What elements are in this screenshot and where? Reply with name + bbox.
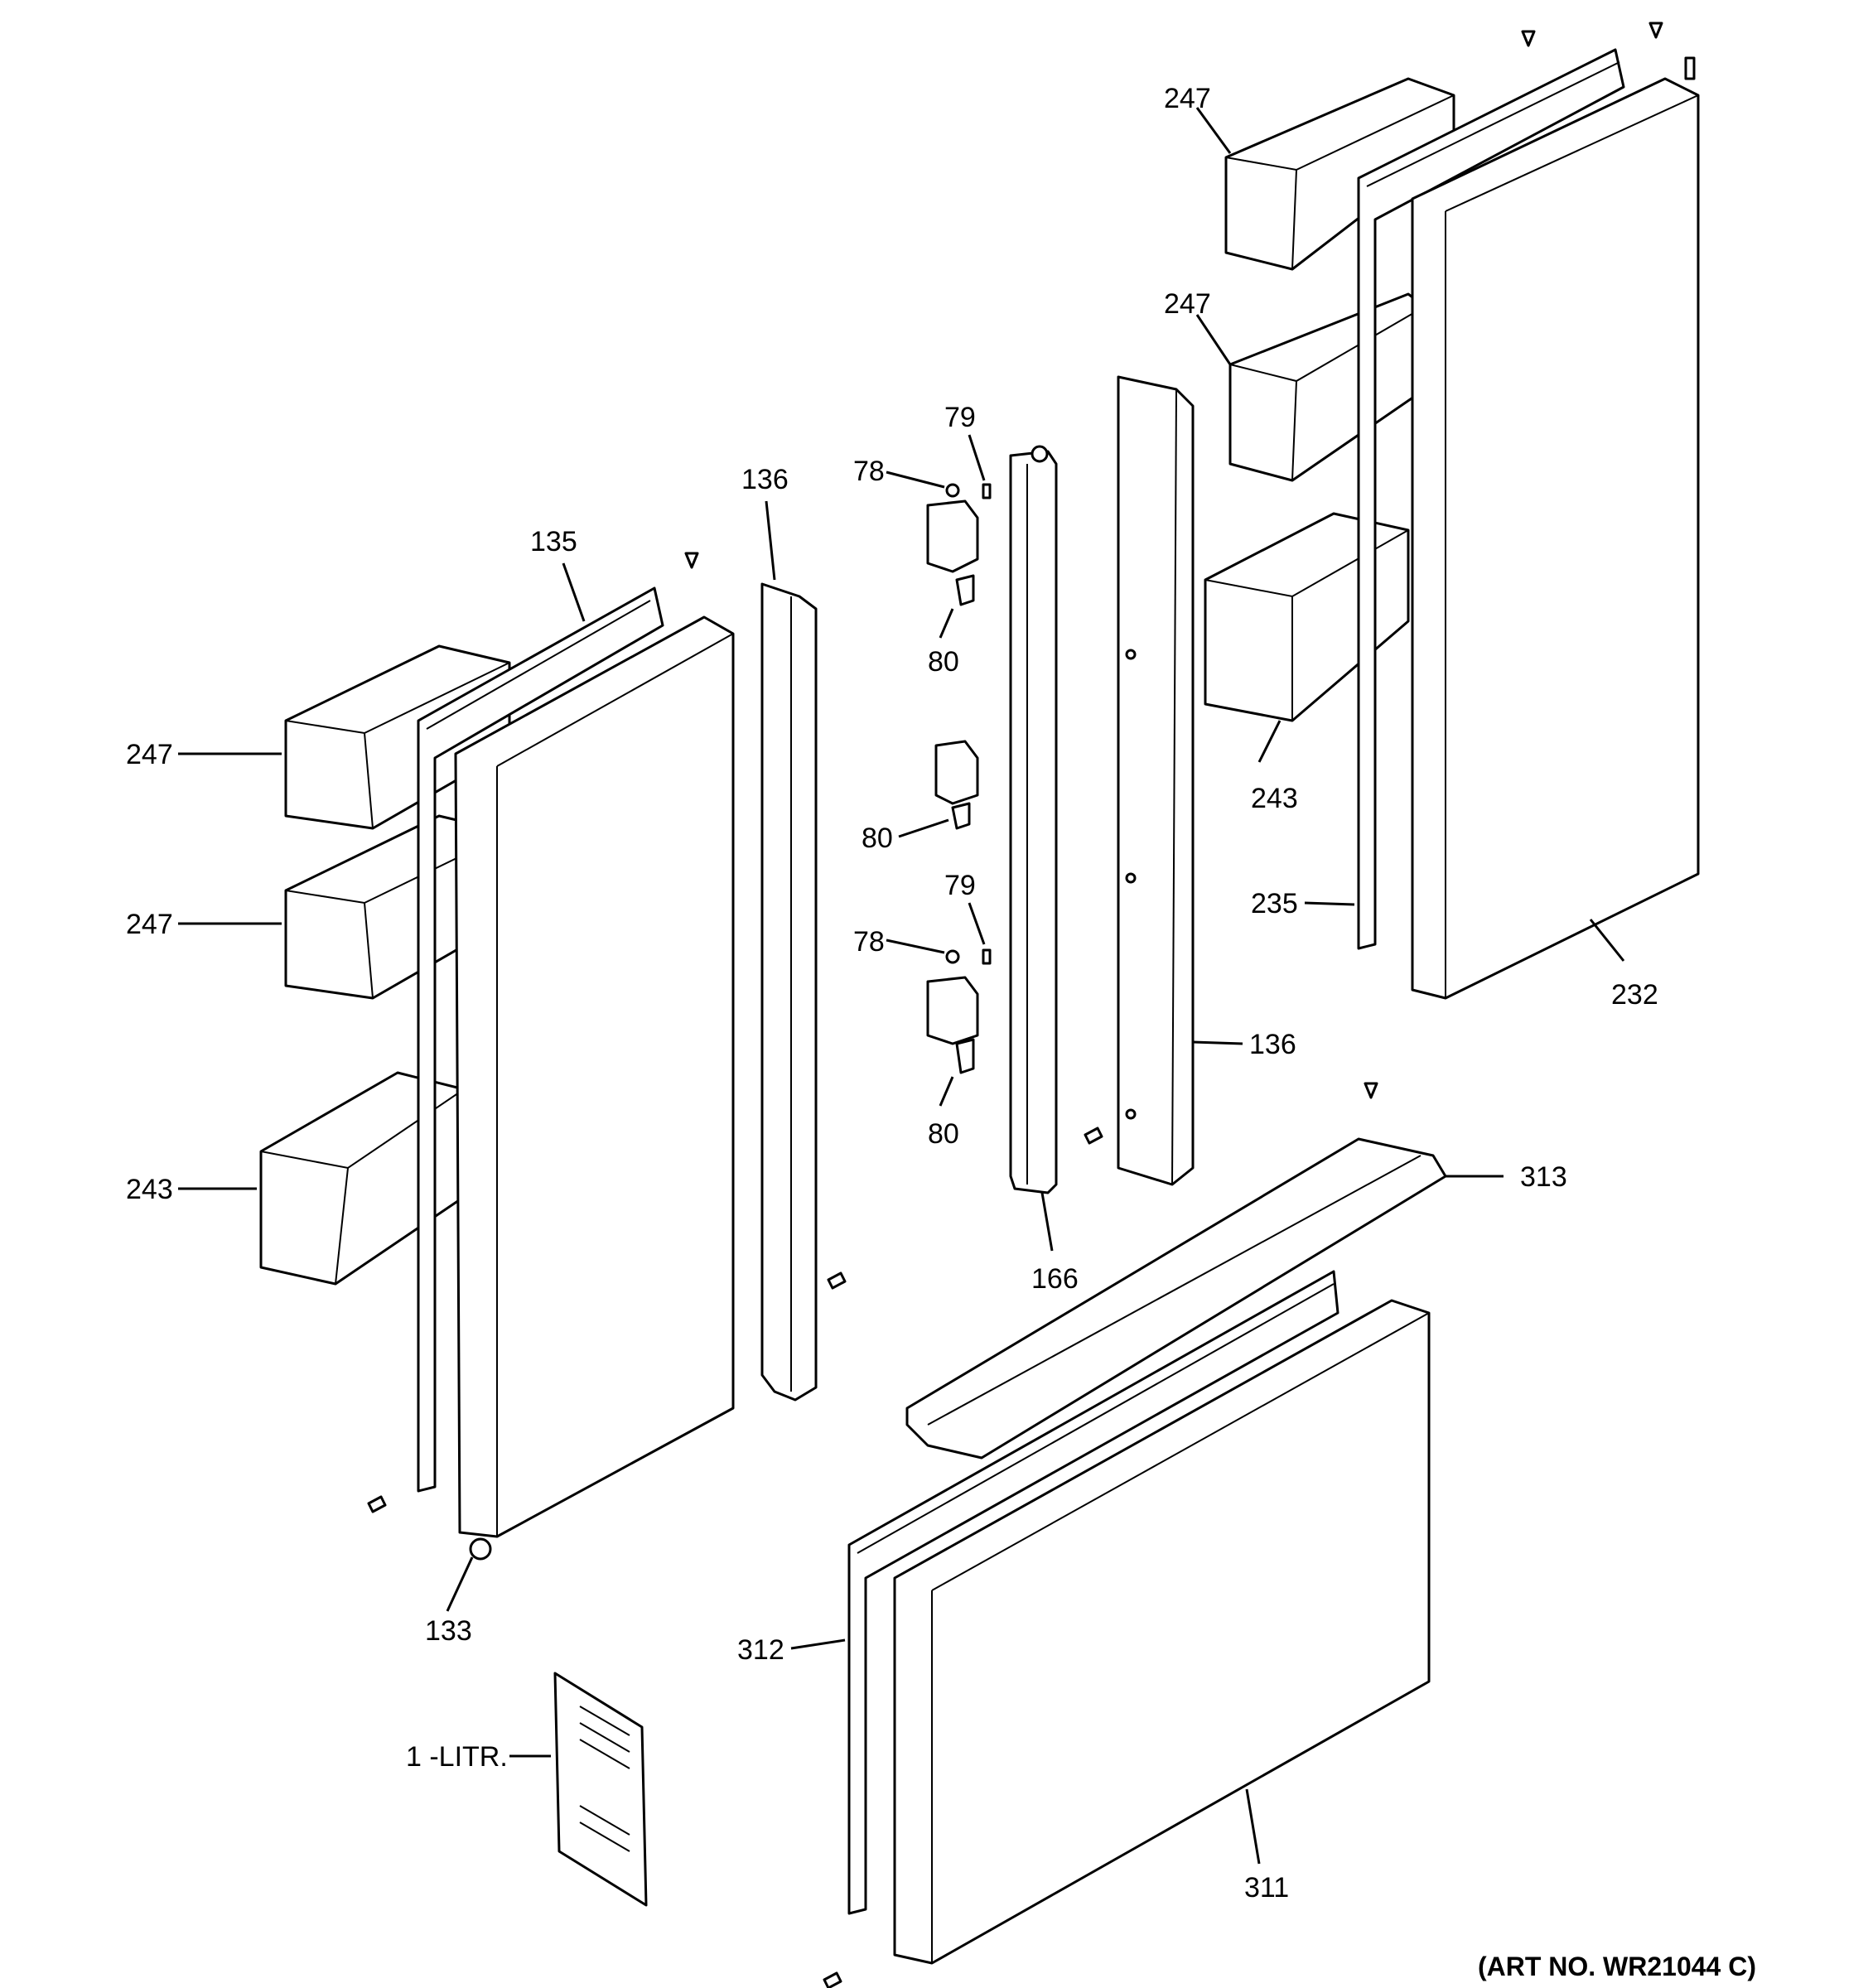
- left-handle-136: [760, 582, 818, 1402]
- callout-243-right: 243: [1251, 783, 1298, 814]
- right-door-232: [1411, 56, 1700, 1000]
- left-door-gasket-135: [417, 586, 664, 1493]
- callout-80-mid: 80: [862, 823, 893, 854]
- callout-135: 135: [530, 526, 577, 557]
- callout-80-top: 80: [928, 646, 959, 678]
- callout-313: 313: [1520, 1161, 1567, 1193]
- callout-78-bottom: 78: [853, 926, 885, 958]
- callout-247-left-mid: 247: [126, 909, 173, 940]
- springs-and-pins: [945, 483, 992, 965]
- center-mullion-166: [1009, 445, 1058, 1194]
- drawer-gasket-312: [847, 1270, 1339, 1915]
- callout-78-top: 78: [853, 456, 885, 487]
- callout-79-bottom: 79: [944, 870, 976, 901]
- right-door-gasket-235: [1357, 48, 1625, 950]
- hinge-bracket-mid: [934, 740, 979, 830]
- callout-312: 312: [737, 1634, 784, 1666]
- hinge-bracket-bottom: [926, 976, 979, 1074]
- callout-166: 166: [1031, 1263, 1079, 1295]
- callout-247-right-mid: 247: [1164, 288, 1211, 320]
- screw-left-bottom: [367, 1271, 847, 1513]
- callout-235: 235: [1251, 888, 1298, 919]
- callout-243-left: 243: [126, 1174, 173, 1205]
- callout-247-right-top: 247: [1164, 83, 1211, 114]
- screws-top: [684, 22, 1663, 1099]
- drawer-front-311: [893, 1299, 1431, 1965]
- drawer-rail-313: [905, 1137, 1447, 1460]
- callout-311: 311: [1244, 1872, 1289, 1904]
- right-handle-136: [1117, 375, 1195, 1186]
- callout-232: 232: [1611, 979, 1658, 1011]
- right-bin-247-mid: [1228, 292, 1426, 482]
- screw-drawer: [823, 1971, 842, 1988]
- leader-lines: [178, 107, 1625, 1865]
- screw-right-handle: [1084, 1127, 1103, 1145]
- right-bin-243: [1204, 512, 1410, 722]
- left-door-133: [454, 615, 735, 1561]
- callout-136-left: 136: [741, 464, 789, 495]
- literature-booklet: [553, 1672, 648, 1907]
- callout-1-litr: 1 -LITR.: [406, 1741, 508, 1773]
- callout-133: 133: [425, 1615, 472, 1647]
- callout-136-right: 136: [1249, 1029, 1296, 1060]
- hinge-bracket-top: [926, 499, 979, 606]
- callout-247-left-top: 247: [126, 739, 173, 770]
- art-number: (ART NO. WR21044 C): [1478, 1952, 1756, 1981]
- callout-79-top: 79: [944, 402, 976, 433]
- callout-80-bottom: 80: [928, 1118, 959, 1150]
